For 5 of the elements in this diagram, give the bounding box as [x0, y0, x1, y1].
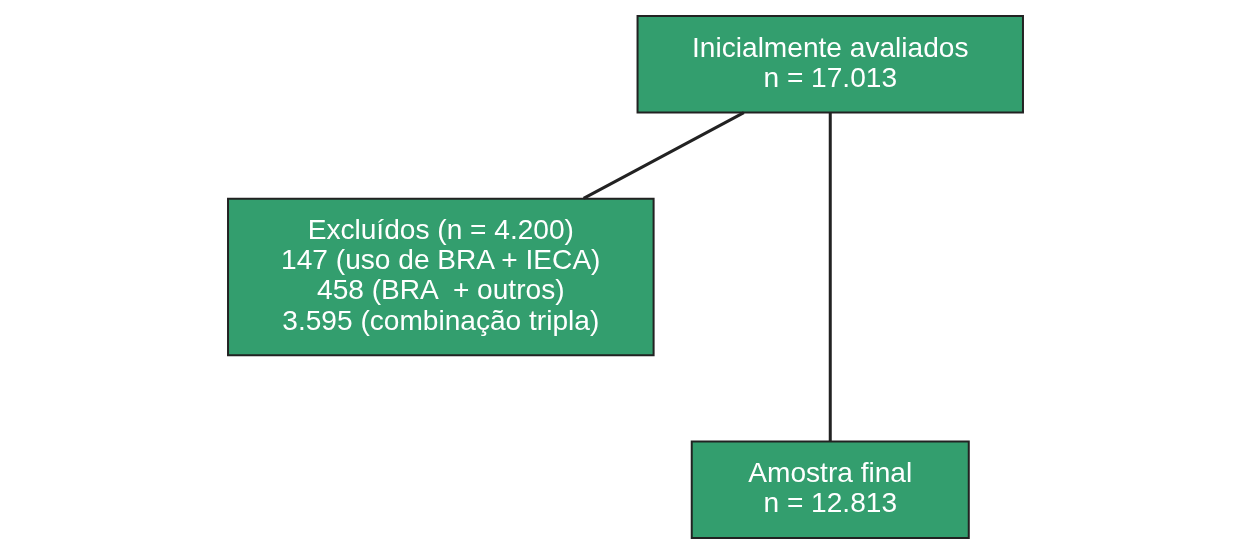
- node-box: Inicialmente avaliados n = 17.013: [636, 15, 1024, 114]
- node-box: Amostra final n = 12.813: [690, 440, 970, 539]
- connector: [828, 112, 832, 442]
- connector: [582, 111, 745, 200]
- node-box: Excluídos (n = 4.200) 147 (uso de BRA + IECA) 458 (BRA + outros) 3.595 (combinação tripla): [227, 197, 655, 357]
